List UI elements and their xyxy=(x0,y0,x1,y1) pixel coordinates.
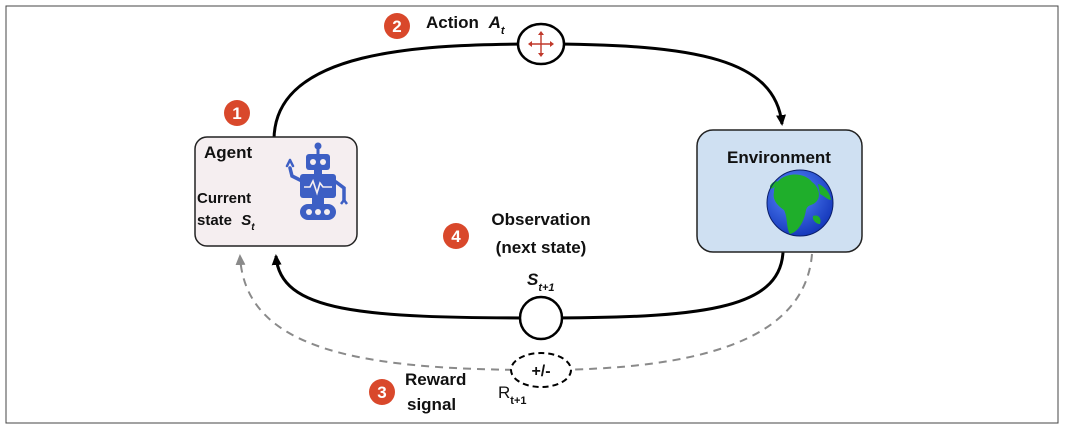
robot-icon xyxy=(285,142,348,220)
reward-node: +/- xyxy=(510,352,572,388)
agent-state-line2: state St xyxy=(197,212,255,233)
reward-node-text: +/- xyxy=(531,363,550,380)
diagram-frame xyxy=(5,5,1059,424)
agent-box: Agent Current state St xyxy=(194,136,358,247)
observation-line1: Observation xyxy=(491,210,590,229)
action-node xyxy=(516,22,566,66)
step-badge-3: 3 xyxy=(369,379,395,405)
step-badge-2: 2 xyxy=(384,13,410,39)
reward-symbol: Rt+1 xyxy=(498,383,527,407)
move-arrows-icon xyxy=(528,31,554,57)
reward-line2: signal xyxy=(407,395,456,414)
action-label: Action At xyxy=(426,13,506,37)
svg-text:4: 4 xyxy=(451,227,461,246)
svg-text:3: 3 xyxy=(377,383,386,402)
step-badge-1: 1 xyxy=(224,100,250,126)
observation-symbol: St+1 xyxy=(527,270,555,294)
step-badge-4: 4 xyxy=(443,223,469,249)
svg-text:1: 1 xyxy=(232,104,241,123)
environment-box: Environment xyxy=(696,129,863,253)
reward-line1: Reward xyxy=(405,370,466,389)
globe-icon xyxy=(766,169,834,237)
svg-text:2: 2 xyxy=(392,17,401,36)
agent-state-line1: Current xyxy=(197,190,251,207)
observation-node xyxy=(518,295,564,341)
agent-title: Agent xyxy=(204,143,253,162)
environment-title: Environment xyxy=(727,148,831,167)
observation-line2: (next state) xyxy=(496,238,587,257)
